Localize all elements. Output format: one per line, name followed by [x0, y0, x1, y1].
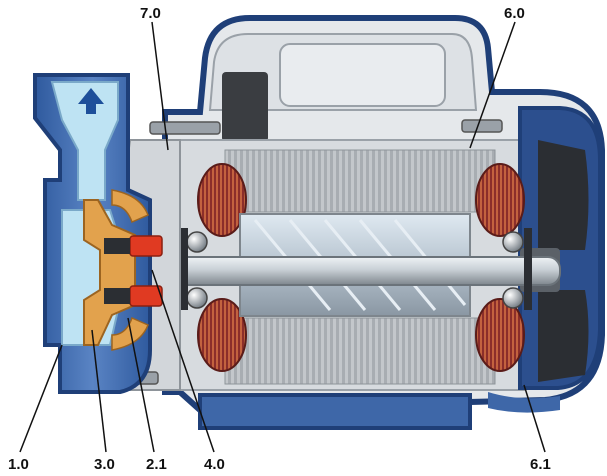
bracket-bolt-upper [149, 121, 221, 135]
leader-3-0 [91, 329, 107, 453]
callout-labels: 1.0 3.0 2.1 4.0 6.1 6.0 7.0 [8, 5, 551, 473]
bearing-ball [502, 287, 524, 309]
leader-lines [19, 21, 546, 453]
leader-6-1 [523, 384, 546, 453]
winding-right-lower [475, 298, 525, 372]
callout-3-0: 3.0 [94, 456, 115, 473]
terminal-block [222, 72, 268, 142]
bearings [180, 228, 532, 310]
leader-6-0 [469, 21, 516, 149]
impeller [83, 189, 149, 351]
seal-ring-lower [129, 285, 163, 307]
winding-left-lower [197, 298, 247, 372]
rotor-assembly [67, 213, 561, 317]
impeller-vane [111, 316, 149, 351]
bearing-race [180, 228, 188, 310]
flow-direction-arrow-icon [78, 88, 104, 114]
seal-spring [104, 238, 130, 254]
leader-1-0 [19, 344, 63, 453]
bearing-ball [186, 287, 208, 309]
capacitor [279, 43, 446, 107]
callout-1-0: 1.0 [8, 456, 29, 473]
casing-bolt-right [461, 119, 503, 133]
leader-7-0 [151, 21, 169, 151]
bearing-ball [502, 231, 524, 253]
impeller-vane [111, 189, 149, 224]
callout-2-1: 2.1 [146, 456, 167, 473]
fan-cover-bottom-guard [488, 392, 560, 413]
impeller-disc [83, 199, 136, 346]
fan-blade-lower [538, 290, 589, 382]
stator-windings [197, 163, 525, 372]
callout-6-1: 6.1 [530, 456, 551, 473]
stator-upper [224, 149, 496, 213]
discharge-outlet [50, 81, 119, 201]
leader-2-1 [127, 317, 155, 453]
callout-7-0: 7.0 [140, 5, 161, 22]
callout-4-0: 4.0 [204, 456, 225, 473]
stator-lower [224, 317, 496, 385]
motor-foot [198, 393, 472, 430]
bearing-ball [186, 231, 208, 253]
leader-4-0 [151, 269, 215, 453]
winding-left-upper [197, 163, 247, 237]
winding-right-upper [475, 163, 525, 237]
callout-6-0: 6.0 [504, 5, 525, 22]
mechanical-seal [104, 235, 163, 307]
bearing-race [524, 228, 532, 310]
seal-spring [104, 288, 130, 304]
fan-blade-upper [538, 140, 589, 250]
seal-ring-upper [129, 235, 163, 257]
stator [224, 149, 496, 385]
